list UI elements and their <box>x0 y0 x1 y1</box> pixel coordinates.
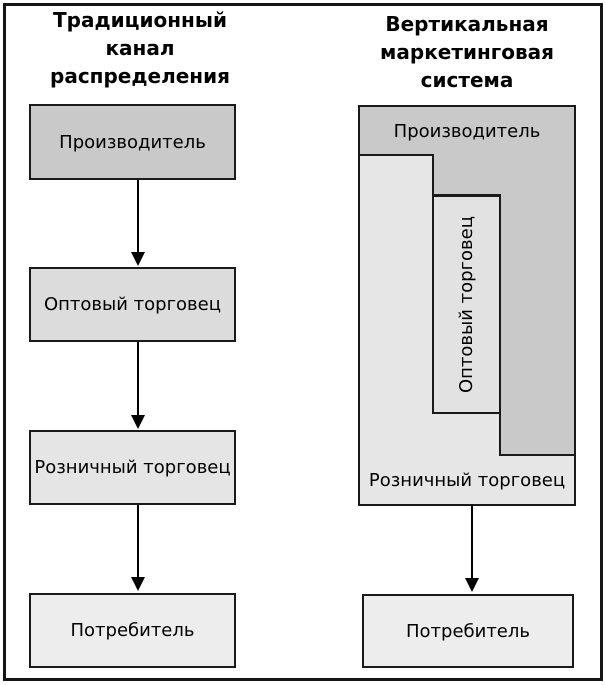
box-consumer-traditional-label: Потребитель <box>70 620 195 641</box>
vms-producer-label: Производитель <box>393 120 541 142</box>
arrow-retailer-to-consumer-left <box>137 505 139 578</box>
vms-retailer-label: Розничный торговец <box>368 469 566 491</box>
right-column-title: Вертикальная маркетинговая система <box>380 12 554 92</box>
left-column-title: Традиционный канал распределения <box>50 8 230 88</box>
arrow-wholesaler-to-retailer <box>137 342 139 416</box>
box-wholesaler-traditional: Оптовый торговец <box>29 267 236 342</box>
box-consumer-vms-label: Потребитель <box>405 620 530 642</box>
box-producer-traditional-label: Производитель <box>59 131 206 153</box>
vms-wholesaler-label: Оптовый торговец <box>456 216 477 394</box>
box-consumer-traditional: Потребитель <box>29 593 236 668</box>
vms-wholesaler-shape <box>432 195 501 414</box>
box-retailer-traditional-label: Розничный торговец <box>34 457 231 478</box>
box-producer-traditional: Производитель <box>29 104 236 180</box>
box-wholesaler-traditional-label: Оптовый торговец <box>43 294 221 315</box>
arrow-producer-to-wholesaler <box>137 180 139 253</box>
arrow-retailer-to-consumer-right <box>471 505 473 579</box>
figure-border <box>3 3 603 681</box>
box-retailer-traditional: Розничный торговец <box>29 430 236 505</box>
box-consumer-vms: Потребитель <box>362 594 574 668</box>
